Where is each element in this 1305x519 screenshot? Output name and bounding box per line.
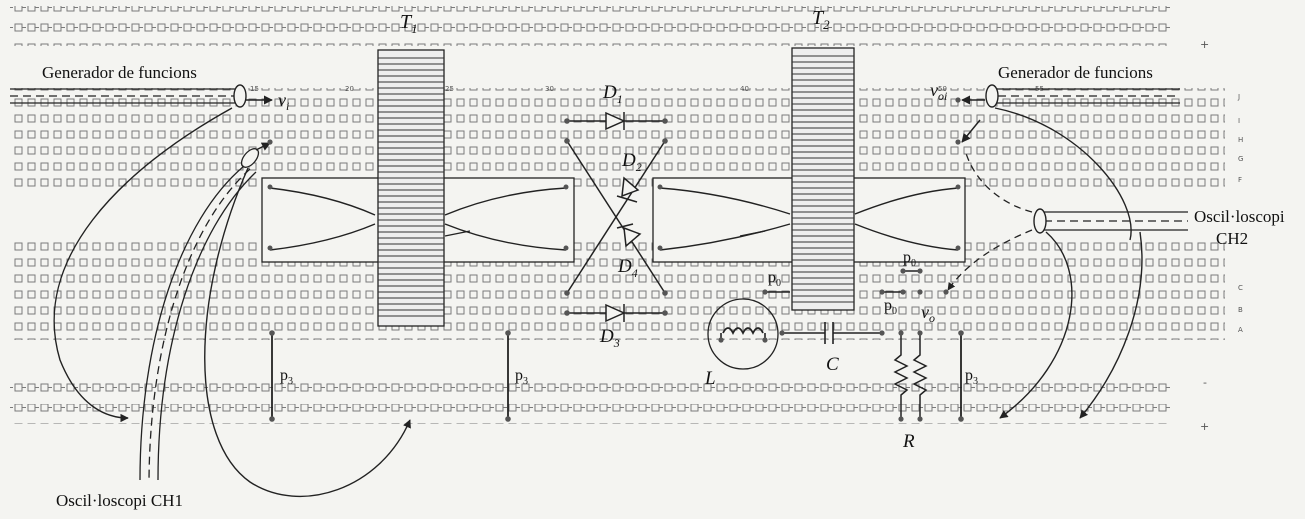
col-number: 25 — [445, 85, 454, 93]
oscilloscope-ch1-cable — [53, 107, 411, 497]
row-letter-f: F — [1238, 176, 1242, 184]
d4-label: D4 — [617, 256, 638, 280]
t1-label: T1 — [400, 11, 418, 36]
p3-label-b: p3 — [515, 367, 528, 387]
row-letter-a: A — [1238, 326, 1243, 334]
inductor-l — [707, 298, 779, 370]
row-letter-j: J — [1237, 93, 1240, 101]
transformer-t1 — [261, 49, 575, 327]
c-label: C — [826, 354, 839, 375]
function-generator-right-cable — [961, 84, 1180, 143]
transformer-t2 — [652, 47, 966, 311]
row-letter-i: I — [1238, 117, 1240, 125]
top-rail-2 — [10, 26, 1170, 46]
col-number: 30 — [545, 85, 554, 93]
upper-strip — [10, 88, 1225, 192]
bottom-rail-1 — [10, 382, 1170, 402]
p0-label-b: p0 — [903, 249, 916, 269]
d3-label: D3 — [599, 326, 620, 350]
voi-label: voi — [930, 80, 947, 103]
t2-label: T2 — [812, 7, 830, 32]
p0-label-a: p0 — [768, 269, 781, 289]
function-generator-left-cable — [10, 84, 273, 108]
diode-bridge — [566, 111, 666, 323]
row-letter-c: C — [1238, 284, 1243, 292]
rail-plus-bottom: + — [1200, 420, 1209, 433]
generator-left-label: Generador de funcions — [42, 63, 197, 82]
top-rail-1 — [10, 6, 1170, 26]
oscilloscope-ch2-cable — [947, 107, 1188, 419]
rail-minus: - — [1203, 376, 1207, 389]
row-letter-g: G — [1238, 155, 1243, 163]
p3-label-c: p3 — [965, 367, 978, 387]
l-label: L — [704, 368, 716, 389]
col-number: 50 — [938, 85, 947, 93]
jumpers-p3 — [271, 333, 962, 419]
col-number: 20 — [345, 85, 354, 93]
capacitor-c — [782, 322, 882, 344]
p3-label-a: p3 — [280, 367, 293, 387]
vi-label: vi — [278, 90, 289, 113]
bottom-rail-2 — [10, 404, 1170, 424]
resistor-r — [893, 333, 928, 419]
generator-right-label: Generador de funcions — [998, 63, 1153, 82]
rail-plus-top: + — [1200, 38, 1209, 51]
vo-label: vo — [921, 302, 935, 325]
d1-label: D1 — [602, 82, 623, 106]
oscilloscope-ch1-label: Oscil·loscopi CH1 — [56, 491, 183, 510]
oscilloscope-ch2-label-1: Oscil·loscopi — [1194, 207, 1285, 226]
p0-label-c: p0 — [884, 297, 897, 317]
lower-strip — [10, 240, 1225, 340]
d2-label: D2 — [621, 150, 642, 174]
row-letter-h: H — [1238, 136, 1243, 144]
r-label: R — [902, 431, 915, 452]
row-letter-b: B — [1238, 306, 1243, 314]
oscilloscope-ch2-label-2: CH2 — [1216, 229, 1248, 248]
col-number: 15 — [250, 85, 259, 93]
col-number: 40 — [740, 85, 749, 93]
